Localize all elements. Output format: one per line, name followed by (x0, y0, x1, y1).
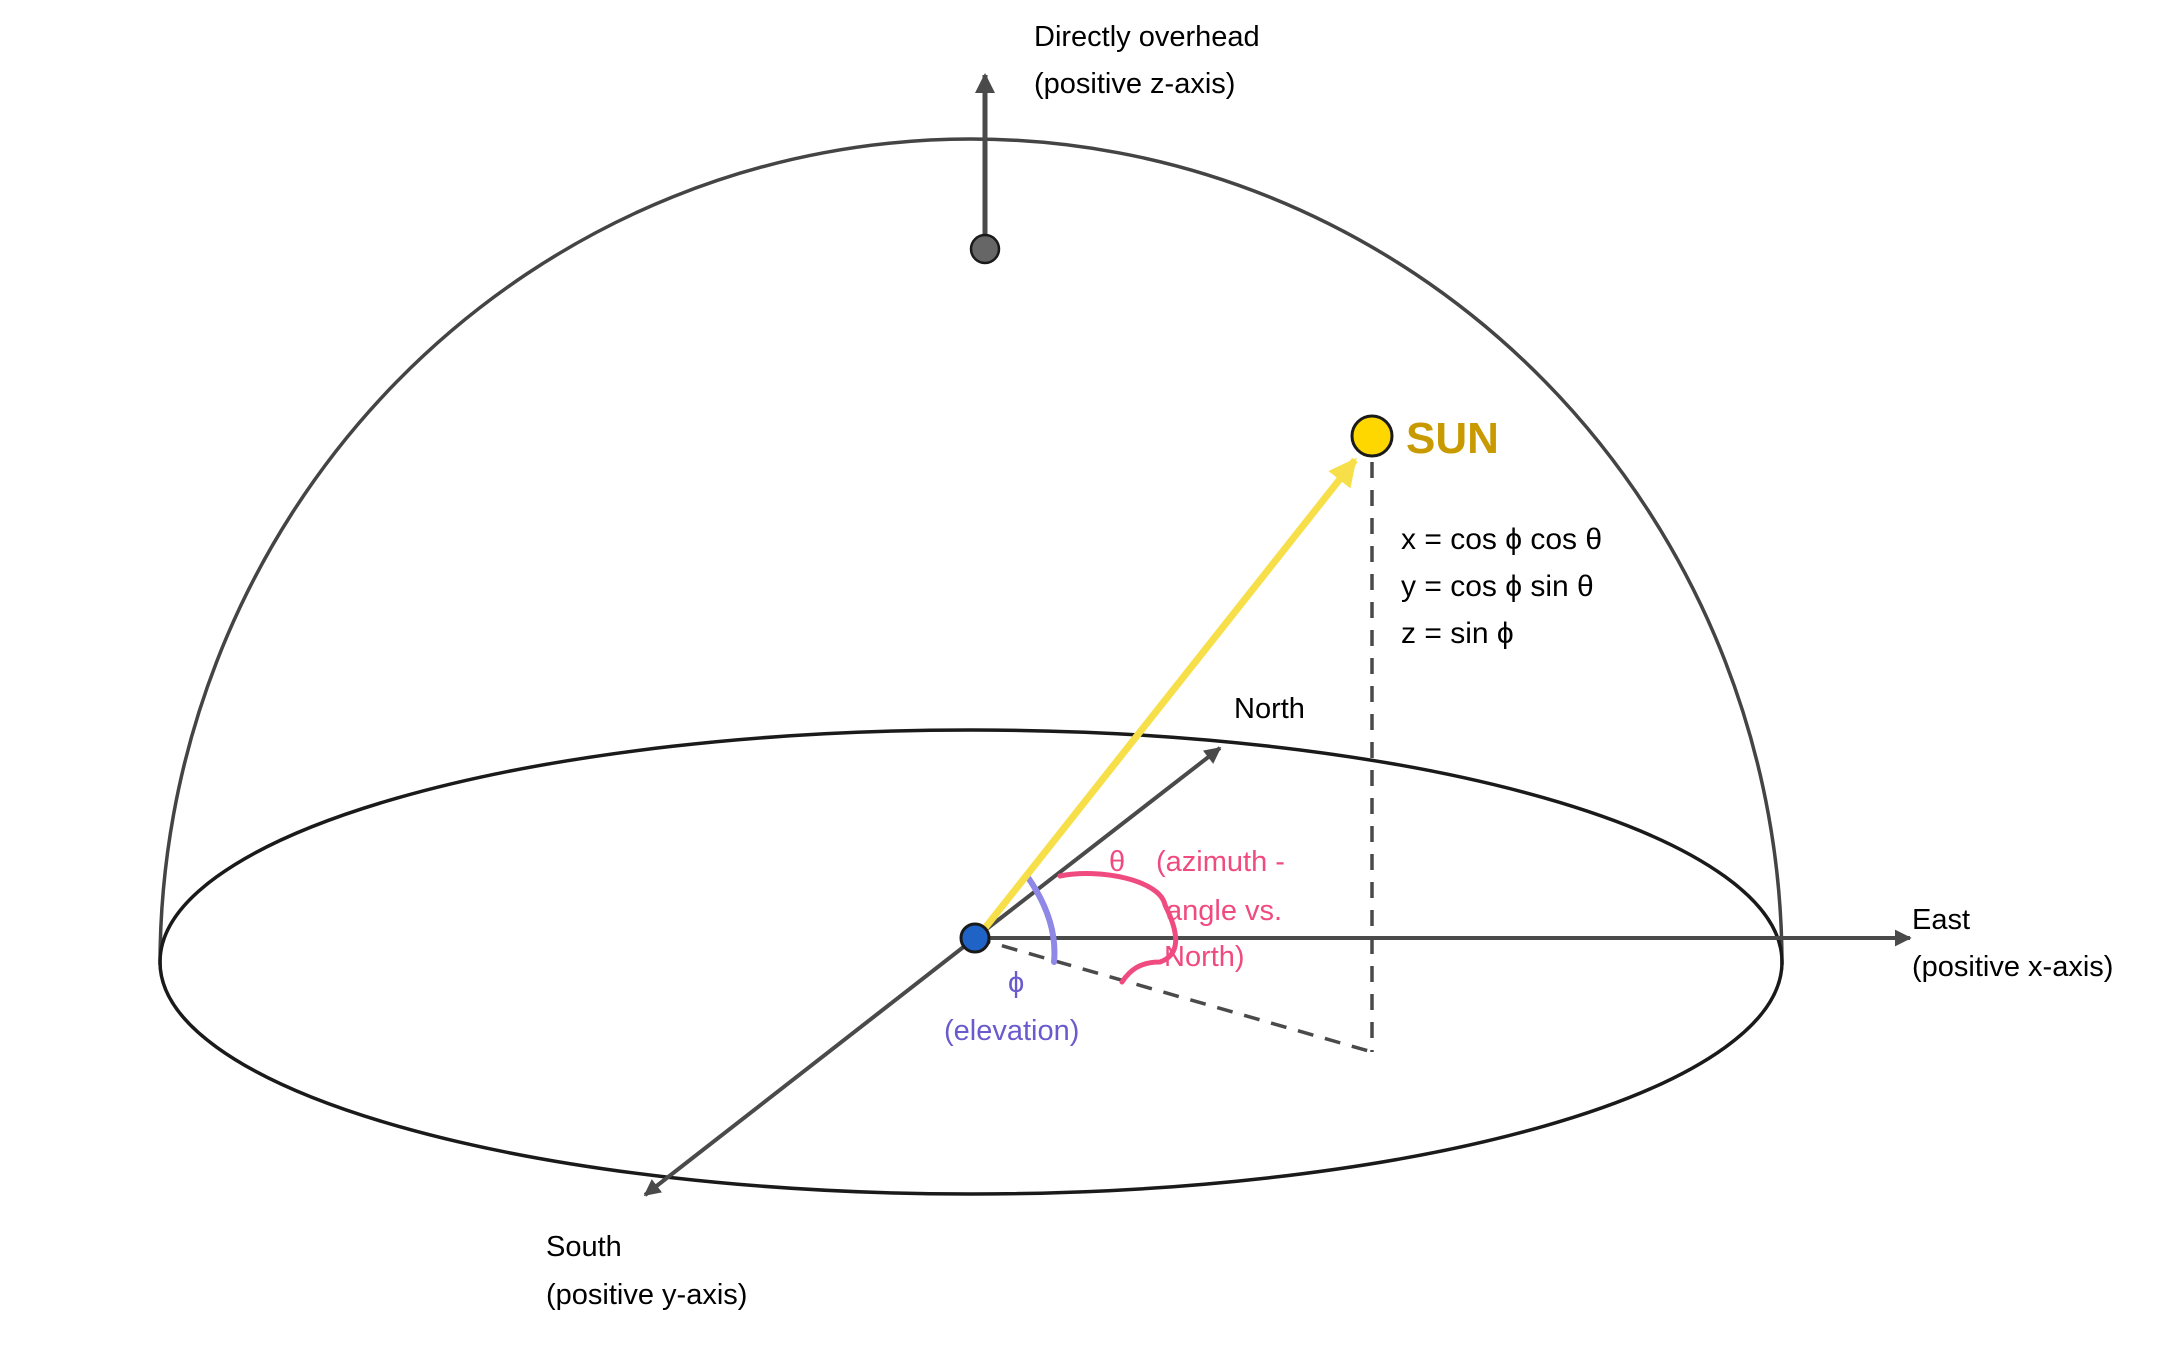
horizon-ellipse (158, 728, 1784, 1196)
north-label: North (1234, 693, 1305, 725)
north-axis-arrow (973, 746, 1222, 940)
phi-symbol-label: ϕ (1008, 967, 1024, 999)
south-axis-arrow (643, 936, 977, 1197)
elevation-label: (elevation) (944, 1015, 1079, 1047)
sun-label: SUN (1406, 414, 1499, 463)
sun-ground-projection (974, 936, 1373, 1054)
south-label-line2: (positive y-axis) (546, 1279, 747, 1311)
theta-symbol-label: θ (1109, 846, 1125, 878)
azimuth-label-line3: North) (1164, 941, 1245, 973)
equation-z: z = sin ϕ (1401, 617, 1514, 650)
overhead-label-line1: Directly overhead (1034, 21, 1260, 53)
azimuth-label-line2: angle vs. (1166, 895, 1282, 927)
equation-x: x = cos ϕ cos θ (1401, 523, 1602, 556)
zenith-point (969, 233, 1001, 265)
sun-marker (1350, 414, 1394, 458)
equation-y: y = cos ϕ sin θ (1401, 570, 1594, 603)
sun-vector-arrow (982, 457, 1358, 931)
overhead-label-line2: (positive z-axis) (1034, 68, 1235, 100)
azimuth-label-line1: (azimuth - (1156, 846, 1285, 878)
south-label-line1: South (546, 1231, 622, 1263)
east-label-line2: (positive x-axis) (1912, 951, 2113, 983)
elevation-arc (1024, 873, 1058, 965)
east-label-line1: East (1912, 904, 1970, 936)
origin-point (959, 922, 991, 954)
azimuth-arc (1057, 871, 1179, 985)
hemisphere-dome (158, 137, 1784, 966)
